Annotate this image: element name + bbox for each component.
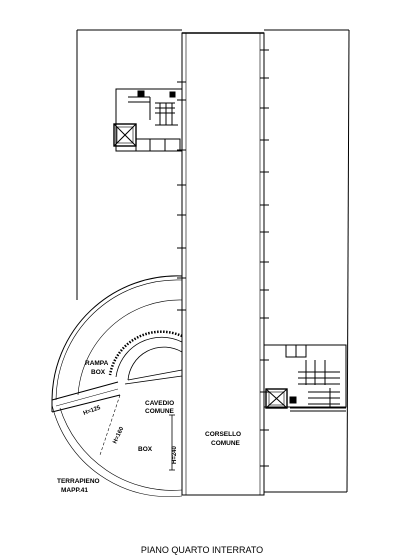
spiral-ramp — [51, 275, 183, 497]
label-cavedio-line2: COMUNE — [145, 408, 175, 415]
corsello-corridor — [181, 32, 265, 496]
wall-tick-marks — [177, 49, 269, 467]
dimension-ramp-width: H=125 — [83, 405, 102, 417]
drawing-caption: PIANO QUARTO INTERRATO — [141, 545, 263, 555]
label-rampa-line1: RAMPA — [85, 360, 109, 367]
label-box: BOX — [138, 446, 153, 453]
stair-core-bottom — [263, 344, 347, 412]
stair-core-top — [113, 88, 183, 152]
label-rampa-line2: BOX — [91, 369, 106, 376]
label-corsello-line1: CORSELLO — [205, 431, 241, 438]
dimension-height-box: H=240 — [172, 445, 178, 464]
cavedio-shaft — [108, 330, 183, 495]
outer-perimeter — [76, 29, 350, 493]
label-cavedio-line1: CAVEDIO — [145, 400, 174, 407]
dimension-radius: H=160 — [112, 426, 125, 445]
label-corsello-line2: COMUNE — [211, 440, 241, 447]
label-terrapieno-line2: MAPP.41 — [61, 487, 88, 494]
label-terrapieno-line1: TERRAPIENO — [57, 478, 100, 485]
